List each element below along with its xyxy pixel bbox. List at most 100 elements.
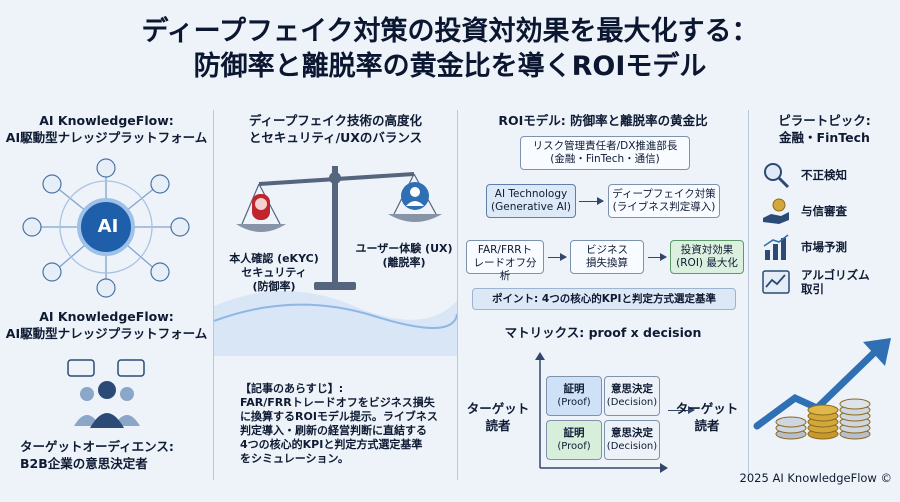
audience-heading: ターゲットオーディエンス: B2B企業の意思決定者 [20,438,210,472]
role-box-line: (金融・FinTech・通信) [550,153,660,165]
brand-tagline: AI駆動型ナレッジプラットフォーム [5,130,208,145]
copyright: 2025 AI KnowledgeFlow © [739,471,892,485]
pillar-label: 市場予測 [801,240,847,254]
cell-sub: (Decision) [606,441,658,452]
far-frr-line: レードオフ分析 [473,257,537,282]
ux-label: ユーザー体験 (UX) (離脱率) [354,242,454,270]
cell-main: 意思決定 [611,427,653,439]
flow-arrow [548,253,567,261]
pillar-item-algorithmic-trading: アルゴリズム 取引 [761,268,891,302]
summary-title: 【記事のあらすじ】: [240,382,344,395]
ai-core-icon [77,198,135,256]
balance-heading-line: とセキュリティ/UXのバランス [248,130,423,145]
security-label-line: (防御率) [252,280,296,293]
far-frr-box: FAR/FRRト レードオフ分析 [466,240,544,282]
target-reader-left: ターゲット 読者 [458,400,538,434]
magnifier-icon [764,163,790,189]
brand-heading-top: AI KnowledgeFlow: AI駆動型ナレッジプラットフォーム [0,112,213,146]
summary-line: FAR/FRRトレードオフをビジネス損失 [240,396,435,409]
pillar-label: アルゴリズム 取引 [801,268,870,296]
brand-name: AI KnowledgeFlow: [39,113,174,128]
brand-name: AI KnowledgeFlow: [39,309,174,324]
node-icon [96,158,116,178]
target-reader-line: 読者 [485,418,511,433]
summary-line: に換算するROIモデル提示。ライブネス [240,410,438,423]
role-box-line: リスク管理責任者/DX推進部長 [532,140,678,152]
ai-technology-line: AI Technology [494,188,568,200]
deepfake-box-line: (ライブネス判定導入) [612,201,716,213]
pillar-heading-line: ピラートピック: [778,113,871,128]
deepfake-countermeasure-box: ディープフェイク対策 (ライブネス判定導入) [608,184,720,218]
pillar-label-line: 取引 [801,282,824,296]
roi-maximize-line: (ROI) 最大化 [676,257,738,269]
ai-technology-line: (Generative AI) [491,201,571,213]
column-divider [457,110,458,480]
target-reader-line: ターゲット [466,401,530,416]
roi-maximize-box: 投資対効果 (ROI) 最大化 [670,240,744,274]
pillar-label: 不正検知 [801,168,847,182]
title-line-2: 防御率と離脱率の黄金比を導くROIモデル [193,51,707,82]
article-summary: 【記事のあらすじ】: FAR/FRRトレードオフをビジネス損失 に換算するROI… [240,382,455,466]
target-reader-line: ターゲット [675,401,739,416]
ux-label-line: ユーザー体験 (UX) [355,242,453,255]
roi-column: ROIモデル: 防御率と離脱率の黄金比 リスク管理責任者/DX推進部長 (金融・… [458,104,748,489]
security-label: 本人確認 (eKYC) セキュリティ (防御率) [228,252,320,294]
column-divider [213,110,214,480]
pillar-heading: ピラートピック: 金融・FinTech [749,112,900,146]
pillar-label: 与信審査 [801,204,847,218]
algorithm-chart-icon [762,270,790,294]
business-loss-line: ビジネス [586,244,628,256]
matrix-axes [535,352,668,473]
column-divider [748,110,749,480]
security-label-line: セキュリティ [241,266,307,279]
matrix-cell-decision: 意思決定 (Decision) [604,376,660,416]
target-reader-line: 読者 [694,418,720,433]
brand-heading-middle: AI KnowledgeFlow: AI駆動型ナレッジプラットフォーム [0,308,213,342]
summary-line: 判定導入・刷新の経営判断に直結する [240,424,427,437]
cell-main: 証明 [563,427,585,439]
pillar-item-credit-screening: 与信審査 [761,196,891,226]
title-line-1: ディープフェイク対策の投資対効果を最大化する： [141,16,759,47]
deepfake-box-line: ディープフェイク対策 [612,188,716,200]
far-frr-line: FAR/FRRト [477,244,533,256]
pillar-column: ピラートピック: 金融・FinTech 不正検知 与信審査 市場予測 [749,104,900,489]
pillar-item-fraud-detection: 不正検知 [761,160,891,190]
flow-arrow [579,197,604,205]
hand-coin-icon [763,198,789,224]
balance-column: ディープフェイク技術の高度化 とセキュリティ/UXのバランス 本人確認 (eKY… [214,104,457,489]
pillar-label-line: アルゴリズム [801,268,870,282]
summary-line: 4つの核心的KPIと判定方式選定基準 [240,438,423,451]
bar-chart-icon [763,234,789,260]
cell-main: 意思決定 [611,383,653,395]
business-loss-box: ビジネス 損失換算 [570,240,644,274]
pillar-item-market-forecast: 市場予測 [761,232,891,262]
matrix-cell-decision: 意思決定 (Decision) [604,420,660,460]
ux-label-line: (離脱率) [382,256,426,269]
target-reader-right: ターゲット 読者 [666,400,748,434]
brand-tagline: AI駆動型ナレッジプラットフォーム [5,326,208,341]
business-loss-line: 損失換算 [586,257,628,269]
balance-scale-illustration [214,166,457,356]
flow-arrow [648,253,667,261]
matrix-cell-proof: 証明 (Proof) [546,376,602,416]
flow-arrow [668,406,695,414]
cell-main: 証明 [563,383,585,395]
roi-maximize-line: 投資対効果 [680,244,734,256]
brand-column: AI KnowledgeFlow: AI駆動型ナレッジプラットフォーム AI A… [0,104,213,489]
matrix-title: マトリックス: proof x decision [504,325,702,340]
security-label-line: 本人確認 (eKYC) [229,252,319,265]
pillar-heading-line: 金融・FinTech [779,130,870,145]
key-point-banner: ポイント: 4つの核心的KPIと判定方式選定基準 [472,288,736,310]
audience-title: ターゲットオーディエンス: [20,439,174,454]
ai-network-illustration [22,158,190,298]
role-box: リスク管理責任者/DX推進部長 (金融・FinTech・通信) [520,136,690,170]
roi-heading: ROIモデル: 防御率と離脱率の黄金比 [498,113,708,128]
page-title: ディープフェイク対策の投資対効果を最大化する： 防御率と離脱率の黄金比を導くRO… [0,14,900,84]
ai-badge: AI [97,216,119,237]
balance-heading-line: ディープフェイク技術の高度化 [248,113,423,128]
balance-heading: ディープフェイク技術の高度化 とセキュリティ/UXのバランス [214,112,457,146]
matrix-cell-proof: 証明 (Proof) [546,420,602,460]
summary-line: をシミュレーション。 [240,452,349,465]
cell-sub: (Proof) [557,397,591,408]
audience-people-icon [67,359,145,428]
